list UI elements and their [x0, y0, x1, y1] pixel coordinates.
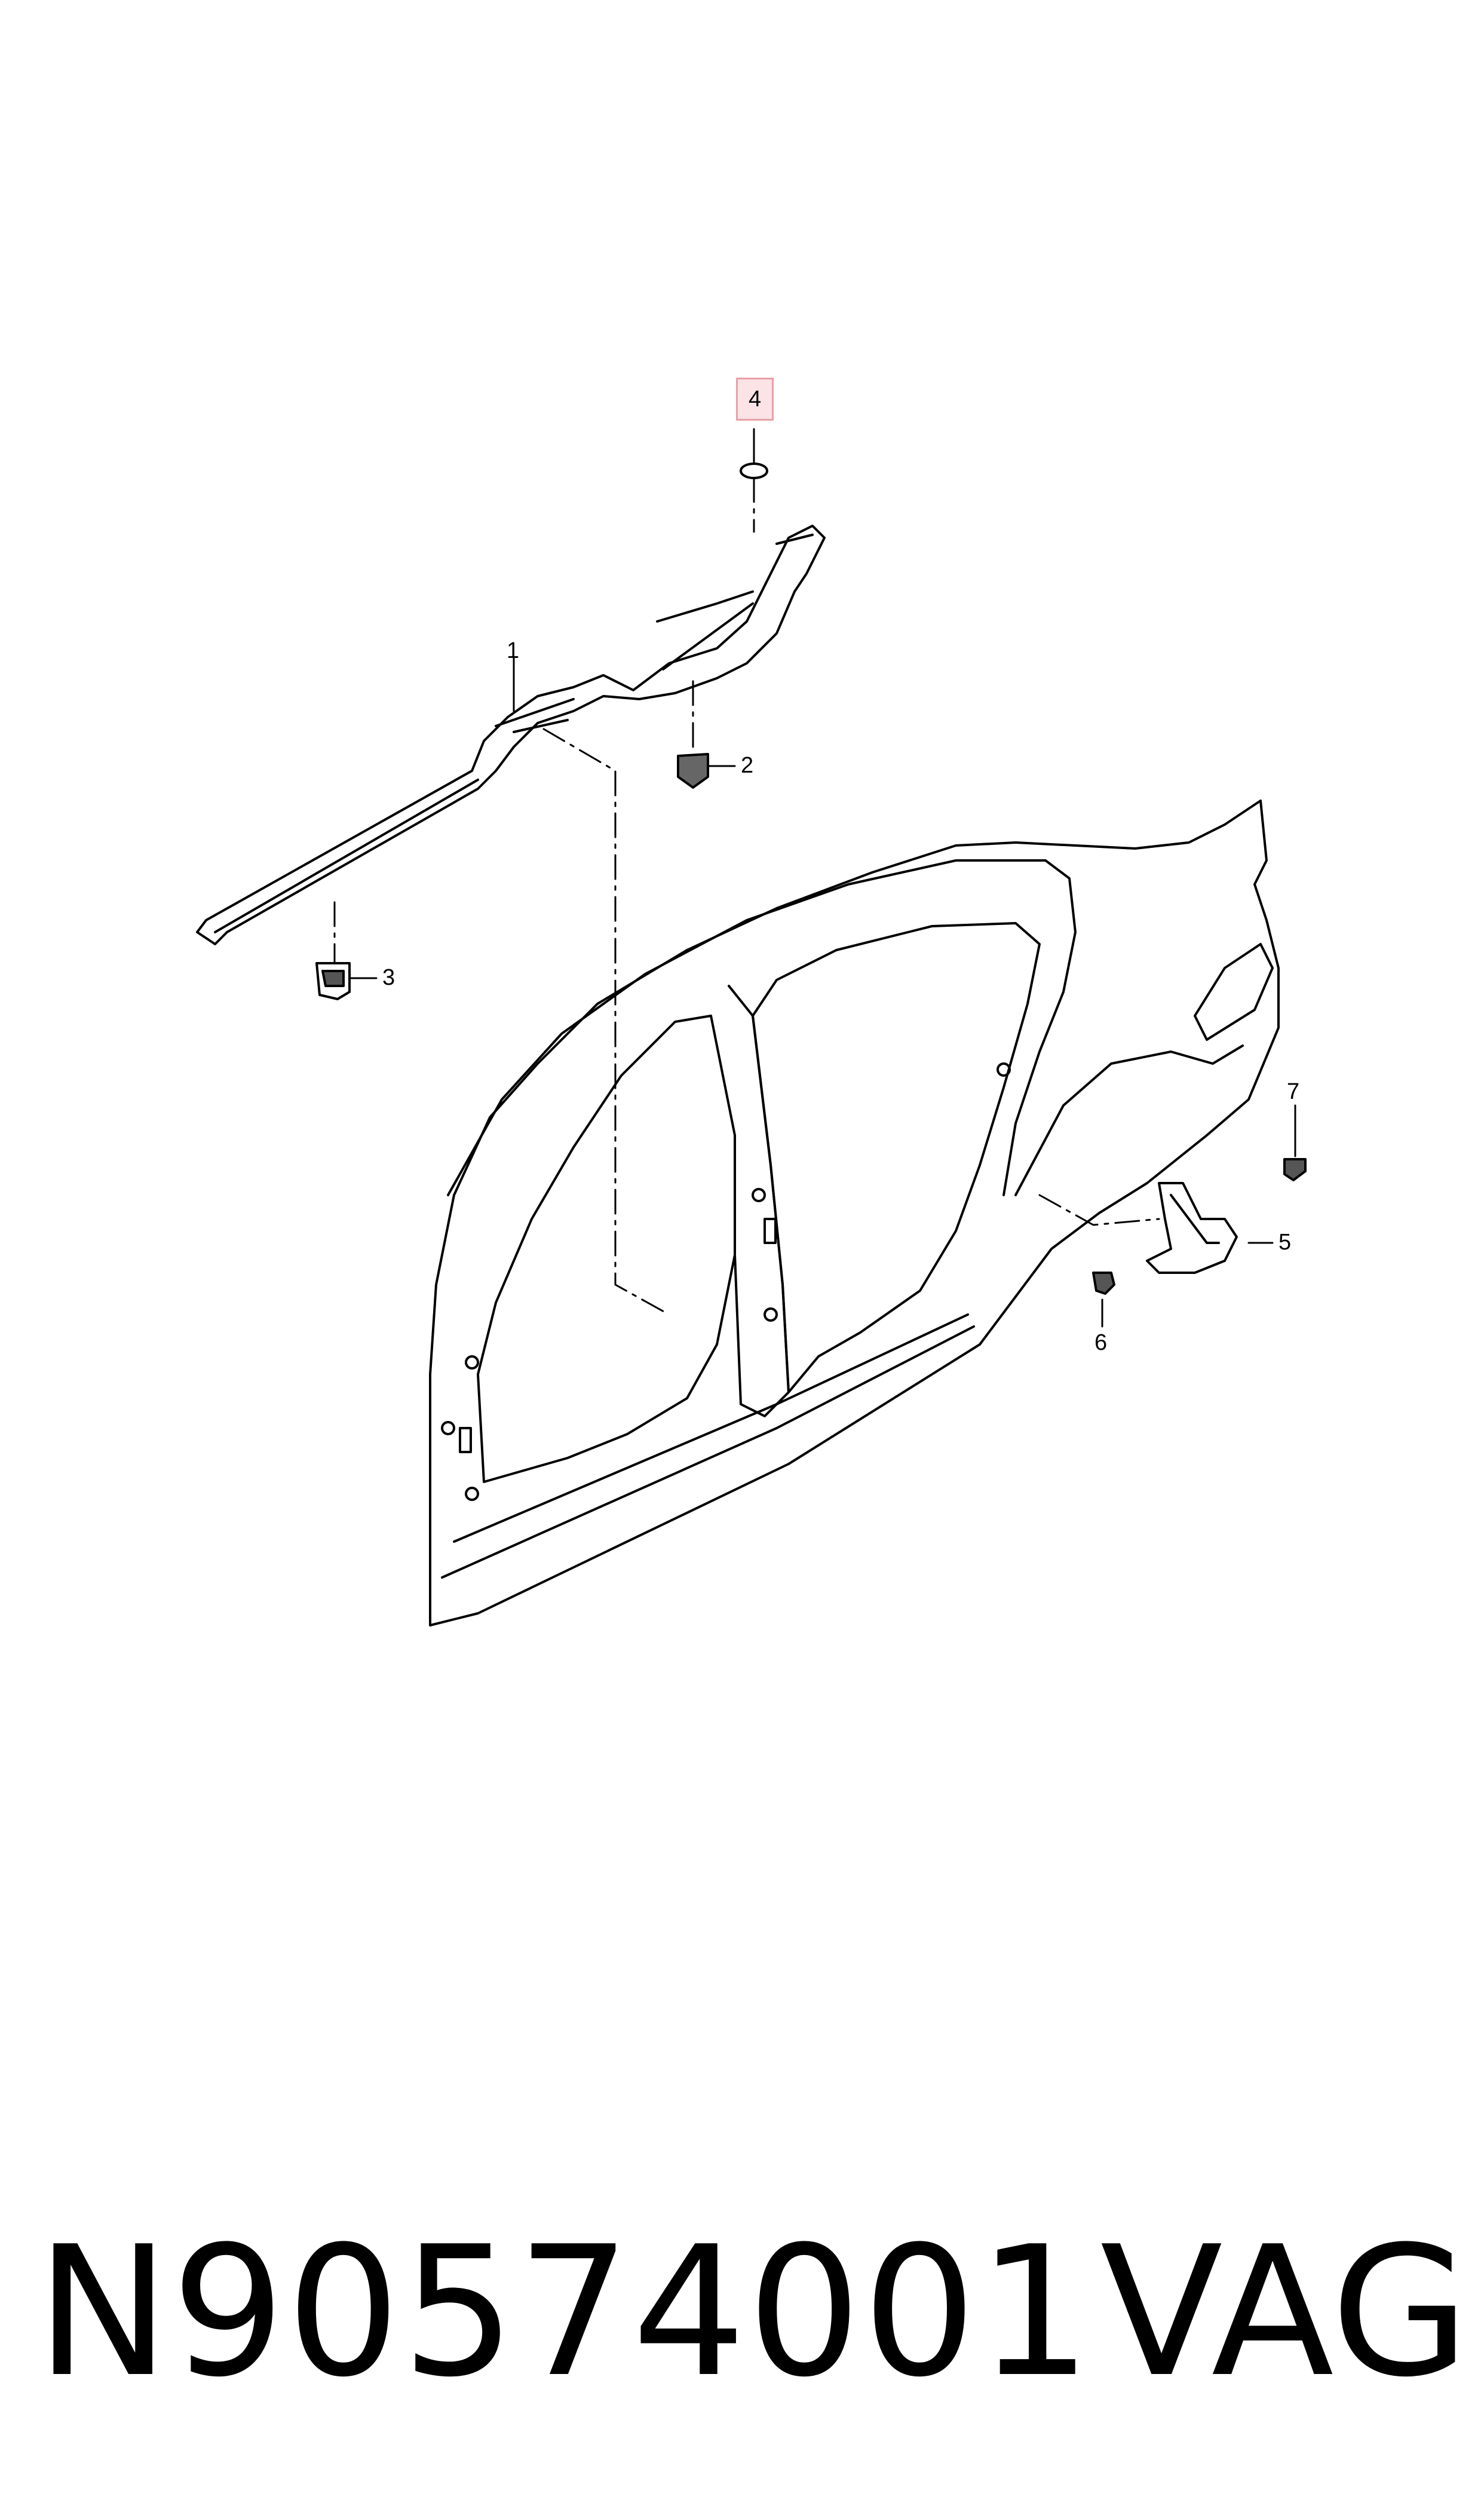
bracket-part-5	[1146, 1182, 1238, 1274]
callout-leaders	[348, 428, 1296, 1328]
bolt-part-6	[1092, 1272, 1115, 1295]
part-number: N90574001	[36, 2208, 1093, 2416]
cap-part-4	[740, 462, 768, 479]
callout-1: 1	[507, 638, 520, 663]
leader-lines	[333, 477, 1160, 1316]
side-body-panel	[429, 799, 1280, 1626]
parts-diagram	[196, 428, 1307, 1626]
callout-6: 6	[1094, 1330, 1108, 1355]
callout-2: 2	[741, 753, 754, 778]
footer-caption: N90574001 VAG	[36, 2223, 1470, 2402]
callout-5: 5	[1278, 1230, 1292, 1255]
clip-part-3	[315, 962, 351, 1000]
clip-part-2	[677, 753, 709, 789]
bolt-part-7	[1283, 1158, 1307, 1181]
callout-7: 7	[1287, 1079, 1300, 1104]
brand-name: VAG	[1100, 2208, 1470, 2416]
trim-strip-part	[196, 525, 826, 945]
callout-4: 4	[736, 378, 774, 421]
callout-3: 3	[382, 965, 395, 990]
